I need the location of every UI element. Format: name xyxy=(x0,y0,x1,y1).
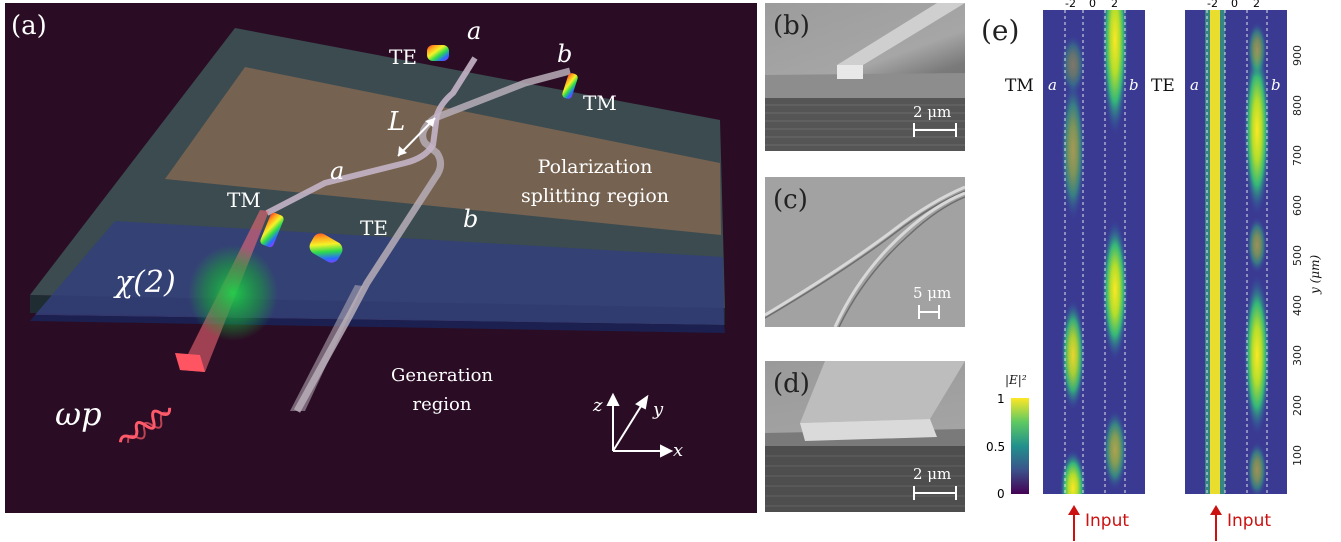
panel-c-sem: (c) 5 μm xyxy=(765,177,965,327)
te-field-map xyxy=(1185,10,1287,494)
input-arrow-right xyxy=(1210,505,1222,541)
x-tick-right-2: 0 xyxy=(1231,0,1238,10)
tm-port-a: a xyxy=(1048,76,1057,94)
colorbar xyxy=(1011,398,1029,494)
panel-b-sem: (b) 2 μm xyxy=(765,3,965,151)
x-tick-left-3: 2 xyxy=(1111,0,1118,10)
panel-label-d: (d) xyxy=(773,369,810,399)
scale-bar-d xyxy=(913,486,957,500)
splitting-region-line1: Polarization xyxy=(537,156,653,178)
te-port-a: a xyxy=(1190,76,1199,94)
tm-top-label: TM xyxy=(583,91,617,115)
te-photon-top xyxy=(427,45,449,61)
panel-label-a: (a) xyxy=(11,11,47,41)
splitting-region-line2: splitting region xyxy=(520,185,670,207)
y-tick-800: 800 xyxy=(1291,95,1304,116)
port-a-mid-label: a xyxy=(330,157,345,185)
x-tick-right-1: -2 xyxy=(1207,0,1218,10)
sem-image-d xyxy=(765,361,965,512)
length-arrow xyxy=(397,117,436,157)
tm-mode-label: TM xyxy=(1005,76,1034,96)
y-tick-300: 300 xyxy=(1291,345,1304,366)
y-tick-200: 200 xyxy=(1291,395,1304,416)
input-label-right: Input xyxy=(1227,511,1272,531)
waveguide-a xyxy=(265,56,478,216)
colorbar-tick-05: 0.5 xyxy=(986,440,1006,454)
y-tick-400: 400 xyxy=(1291,295,1304,316)
tm-mid-label: TM xyxy=(227,188,261,212)
length-label: L xyxy=(388,107,406,137)
x-tick-left-2: 0 xyxy=(1089,0,1096,10)
y-tick-500: 500 xyxy=(1291,245,1304,266)
omega-p-label: ωp xyxy=(55,395,102,433)
y-axis-label: y (μm) xyxy=(1308,254,1322,294)
x-tick-left-1: -2 xyxy=(1065,0,1076,10)
colorbar-title: |E|² xyxy=(1005,373,1027,387)
green-glow xyxy=(188,245,278,341)
tm-photon-top xyxy=(562,73,578,99)
panel-e-field-maps: (e) -2 0 2 -2 0 2 TM a b xyxy=(975,0,1341,542)
x-tick-right-3: 2 xyxy=(1253,0,1260,10)
axes-icon xyxy=(606,392,674,458)
te-mode-label: TE xyxy=(1151,76,1175,96)
panel-label-e: (e) xyxy=(981,14,1020,47)
y-tick-600: 600 xyxy=(1291,195,1304,216)
scale-text-d: 2 μm xyxy=(913,465,952,483)
sem-image-c xyxy=(765,185,965,327)
panel-label-b: (b) xyxy=(773,11,810,41)
input-arrow-left xyxy=(1068,505,1080,541)
y-tick-900: 900 xyxy=(1291,45,1304,66)
tm-port-b: b xyxy=(1129,76,1139,94)
panel-a-illustration: (a) a b TE TM L a b TM TE Polarization s… xyxy=(5,3,757,513)
tm-field-map xyxy=(1043,10,1145,494)
port-b-top-label: b xyxy=(557,40,573,68)
input-label-left: Input xyxy=(1085,511,1130,531)
te-mid-label: TE xyxy=(360,216,388,240)
port-a-top-label: a xyxy=(467,17,482,45)
pump-pulse xyxy=(118,407,172,443)
device-schematic xyxy=(30,28,725,458)
axis-x-label: x xyxy=(673,440,684,461)
chi2-label: χ(2) xyxy=(115,265,176,300)
tm-photon-mid xyxy=(260,212,284,248)
scale-bar-c xyxy=(918,305,940,319)
axis-y-label: y xyxy=(653,399,664,420)
y-tick-700: 700 xyxy=(1291,145,1304,166)
generation-region-line2: region xyxy=(412,394,472,415)
te-photon-mid xyxy=(309,233,343,263)
scale-bar-b xyxy=(913,123,957,137)
scale-text-b: 2 μm xyxy=(913,103,952,121)
splitting-region-label: Polarization splitting region xyxy=(510,153,680,211)
panel-d-sem: (d) 2 μm xyxy=(765,361,965,512)
port-b-mid-label: b xyxy=(463,205,479,233)
colorbar-tick-1: 1 xyxy=(997,392,1005,406)
scale-text-c: 5 μm xyxy=(913,284,952,302)
te-top-label: TE xyxy=(389,45,417,69)
sem-image-b xyxy=(765,3,965,151)
y-tick-100: 100 xyxy=(1291,445,1304,466)
panel-label-c: (c) xyxy=(773,185,808,215)
generation-region-label: Generation region xyxy=(377,361,507,419)
axis-z-label: z xyxy=(593,395,603,416)
colorbar-tick-0: 0 xyxy=(997,487,1005,501)
generation-region-line1: Generation xyxy=(390,365,494,386)
te-port-b: b xyxy=(1271,76,1281,94)
